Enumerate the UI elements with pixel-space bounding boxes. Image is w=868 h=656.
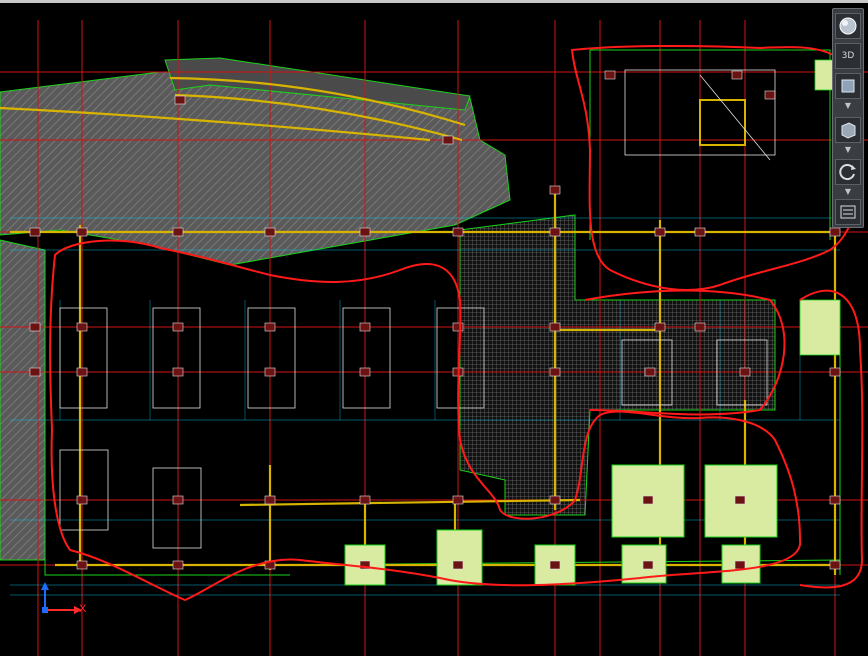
view-cube-label: 3D bbox=[841, 51, 855, 61]
column bbox=[549, 560, 561, 570]
column bbox=[452, 560, 464, 570]
chevron-down-icon[interactable]: ▼ bbox=[844, 145, 852, 154]
footing-outline bbox=[59, 449, 109, 531]
column bbox=[76, 227, 88, 237]
footing-outline bbox=[152, 307, 201, 409]
foundation-pad bbox=[436, 529, 483, 586]
column bbox=[734, 560, 746, 570]
pan-icon[interactable] bbox=[835, 73, 861, 99]
column bbox=[734, 495, 746, 505]
column bbox=[604, 70, 616, 80]
column bbox=[172, 495, 184, 505]
column bbox=[264, 227, 276, 237]
column bbox=[76, 367, 88, 377]
window-top-border bbox=[0, 0, 868, 3]
navigation-bar[interactable]: 3D ▼ ▼ ▼ bbox=[832, 8, 864, 228]
column bbox=[452, 495, 464, 505]
column bbox=[76, 560, 88, 570]
chevron-down-icon[interactable]: ▼ bbox=[844, 101, 852, 110]
column bbox=[359, 495, 371, 505]
footing-outline bbox=[152, 467, 202, 549]
column bbox=[359, 560, 371, 570]
column bbox=[172, 227, 184, 237]
column bbox=[694, 322, 706, 332]
footing-outlines bbox=[59, 307, 768, 549]
footing-outline bbox=[247, 307, 296, 409]
column bbox=[829, 495, 841, 505]
column bbox=[549, 227, 561, 237]
column bbox=[642, 560, 654, 570]
column bbox=[731, 70, 743, 80]
column bbox=[452, 227, 464, 237]
chevron-down-icon[interactable]: ▼ bbox=[844, 187, 852, 196]
column bbox=[29, 322, 41, 332]
footing-outline bbox=[59, 307, 108, 409]
column bbox=[442, 135, 454, 145]
column bbox=[654, 227, 666, 237]
ucs-icon bbox=[41, 582, 82, 614]
column bbox=[359, 367, 371, 377]
column bbox=[172, 367, 184, 377]
ucs-x-axis-label: X bbox=[79, 603, 87, 615]
column bbox=[172, 322, 184, 332]
column bbox=[829, 227, 841, 237]
column bbox=[764, 90, 776, 100]
column bbox=[452, 322, 464, 332]
column bbox=[359, 227, 371, 237]
column bbox=[549, 185, 561, 195]
footing-outline bbox=[342, 307, 391, 409]
column bbox=[829, 367, 841, 377]
column bbox=[359, 322, 371, 332]
column bbox=[174, 95, 186, 105]
column bbox=[29, 367, 41, 377]
column bbox=[642, 495, 654, 505]
footing-outline bbox=[621, 339, 673, 406]
column bbox=[172, 560, 184, 570]
column bbox=[549, 495, 561, 505]
column bbox=[264, 322, 276, 332]
column bbox=[76, 495, 88, 505]
orbit-icon[interactable] bbox=[835, 159, 861, 185]
column bbox=[264, 495, 276, 505]
column bbox=[76, 322, 88, 332]
column bbox=[29, 227, 41, 237]
column bbox=[644, 367, 656, 377]
column bbox=[694, 227, 706, 237]
column bbox=[264, 367, 276, 377]
red-markup-outlines bbox=[49, 44, 864, 602]
column bbox=[739, 367, 751, 377]
dimension-lines bbox=[10, 217, 840, 596]
zoom-extents-icon[interactable] bbox=[835, 117, 861, 143]
view-cube-button[interactable]: 3D bbox=[835, 43, 861, 69]
steering-wheel-icon[interactable] bbox=[835, 13, 861, 39]
column bbox=[549, 367, 561, 377]
column bbox=[654, 322, 666, 332]
footing-outline bbox=[716, 339, 768, 406]
showmotion-icon[interactable] bbox=[835, 199, 861, 225]
column bbox=[549, 322, 561, 332]
foundation-pad bbox=[721, 544, 761, 584]
column bbox=[829, 560, 841, 570]
